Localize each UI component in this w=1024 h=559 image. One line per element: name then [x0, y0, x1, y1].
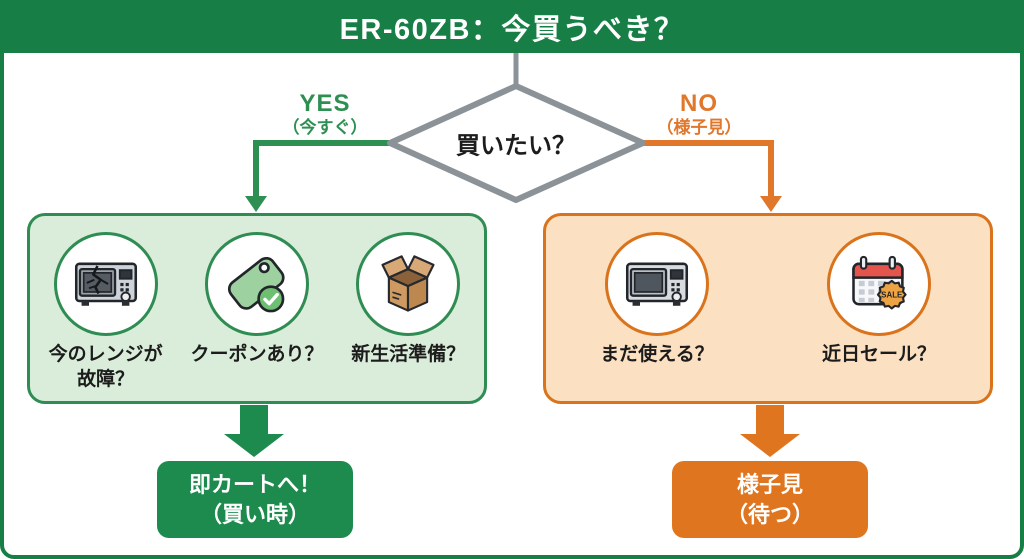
no-branch-label: NO （様子見）	[657, 90, 742, 137]
sale-calendar-icon: SALE	[852, 255, 907, 310]
no-connector-arrowhead	[760, 196, 782, 212]
yes-sublabel: （今すぐ）	[282, 117, 368, 137]
yes-result-box: 即カートへ！ （買い時）	[157, 461, 353, 538]
list-item: 今のレンジが故障？	[31, 232, 181, 392]
broken-microwave-icon	[74, 262, 137, 306]
list-item: SALE 近日セール？	[804, 232, 954, 368]
no-sublabel: （様子見）	[656, 117, 742, 137]
yes-branch-box: 今のレンジが故障？ クーポンあり？	[27, 213, 487, 404]
item-label: 今のレンジが故障？	[48, 344, 163, 390]
page-title: ER-60ZB：今買うべき？	[339, 13, 685, 46]
no-result-box: 様子見 （待つ）	[672, 461, 868, 538]
moving-box-icon	[381, 255, 435, 312]
yes-connector-line	[253, 140, 395, 198]
sale-badge-text: SALE	[881, 290, 902, 299]
no-result-line1: 様子見	[736, 471, 803, 497]
list-item: 新生活準備？	[333, 232, 483, 368]
icon-circle: SALE	[827, 232, 931, 336]
microwave-icon	[625, 262, 689, 306]
yes-branch-label: YES （今すぐ）	[283, 90, 368, 137]
no-branch-box: まだ使える？ SALE	[543, 213, 993, 404]
item-label: クーポンあり？	[190, 344, 324, 365]
yes-connector-arrowhead	[245, 196, 267, 212]
list-item: クーポンあり？	[182, 232, 332, 368]
no-connector-line	[638, 140, 774, 198]
list-item: まだ使える？	[582, 232, 732, 368]
no-label: NO	[680, 90, 718, 117]
coupon-check-icon	[227, 256, 285, 313]
icon-circle	[356, 232, 461, 336]
icon-circle	[53, 232, 158, 336]
title-banner: ER-60ZB：今買うべき？	[0, 0, 1024, 53]
sale-badge: SALE	[876, 279, 907, 310]
yes-label: YES	[299, 90, 351, 117]
icon-circle	[605, 232, 709, 336]
item-label: 新生活準備？	[351, 344, 466, 365]
no-result-arrow	[740, 405, 800, 457]
yes-result-line1: 即カートへ！	[188, 471, 321, 497]
item-label: 近日セール？	[821, 344, 936, 365]
yes-result-arrow	[224, 405, 284, 457]
decision-diamond	[387, 83, 646, 203]
yes-result-line2: （買い時）	[199, 501, 310, 527]
icon-circle	[204, 232, 309, 336]
decision-question: 買いたい？	[456, 132, 576, 160]
item-label: まだ使える？	[600, 344, 714, 365]
no-result-line2: （待つ）	[725, 501, 814, 527]
